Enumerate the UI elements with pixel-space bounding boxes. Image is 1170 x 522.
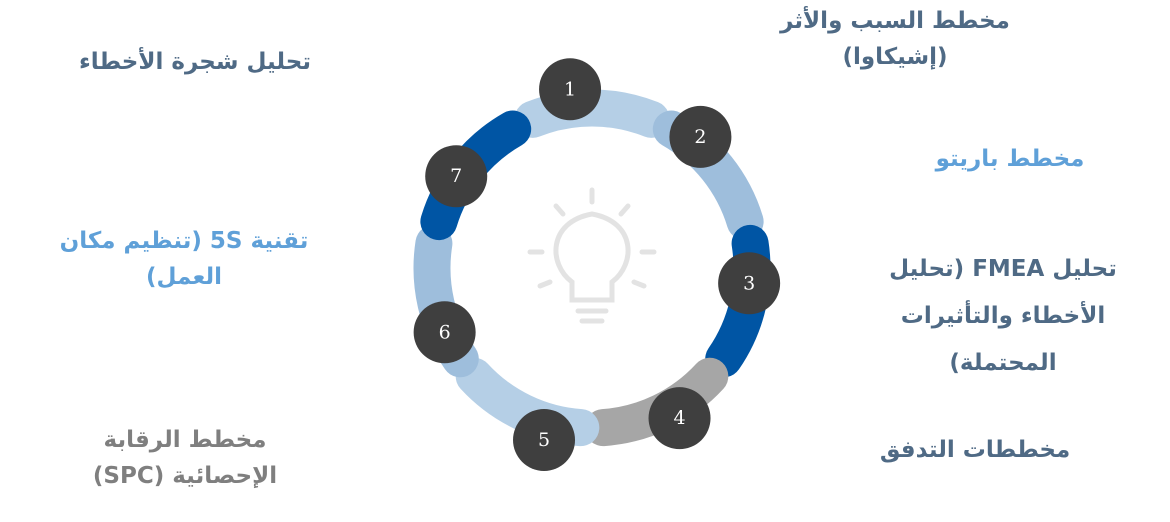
label-1: مخطط السبب والأثر (إشيكاوا) — [780, 8, 1010, 70]
number-circle-5 — [513, 408, 576, 471]
label-3: تحليل FMEA (تحليل الأخطاء والتأثيرات الم… — [889, 256, 1117, 377]
number-label-1: 1 — [564, 78, 576, 100]
number-circle-7 — [425, 145, 488, 208]
number-label-4: 4 — [673, 407, 685, 429]
number-label-5: 5 — [538, 429, 550, 451]
label-5: مخطط الرقابة الإحصائية (SPC) — [92, 427, 278, 489]
segments-layer: 1 2 3 4 5 6 7 — [413, 58, 781, 471]
number-label-6: 6 — [439, 321, 451, 343]
number-circle-3 — [718, 252, 781, 315]
number-circle-6 — [413, 301, 476, 364]
number-label-2: 2 — [694, 126, 706, 148]
number-circle-4 — [648, 387, 711, 450]
number-label-7: 7 — [450, 165, 462, 187]
label-6: تقنية 5S (تنظيم مكان العمل) — [59, 228, 309, 290]
label-4: مخططات التدفق — [879, 437, 1071, 463]
label-7: تحليل شجرة الأخطاء — [79, 49, 311, 75]
number-label-3: 3 — [743, 272, 755, 294]
lightbulb-icon — [527, 187, 657, 324]
label-2: مخطط باريتو — [935, 146, 1085, 172]
number-circle-2 — [669, 105, 732, 168]
number-circle-1 — [539, 58, 602, 121]
